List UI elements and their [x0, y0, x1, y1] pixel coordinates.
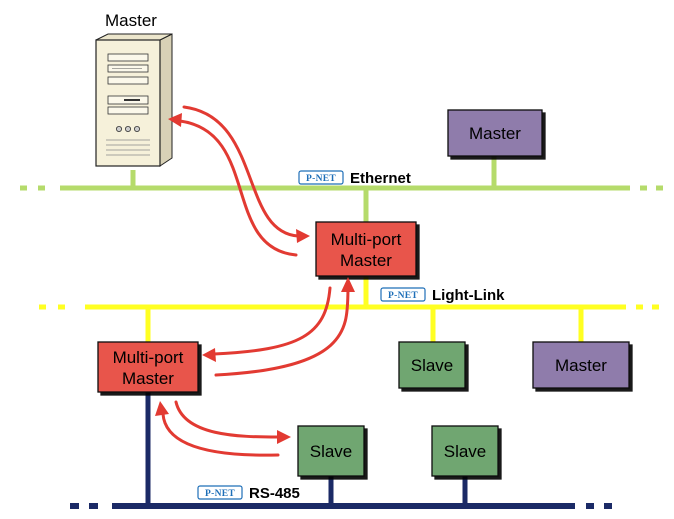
multiport-left-line2: Master — [122, 369, 174, 388]
arrowhead-icon — [277, 430, 291, 444]
arrow-slave-to-multiport — [161, 412, 280, 457]
top-master-label: Master — [105, 11, 157, 30]
computer-tower-icon — [95, 33, 173, 167]
pnet-logo-icon — [298, 170, 344, 185]
light-link-master-box: Master — [532, 341, 630, 389]
light-link-slave-box: Slave — [398, 341, 466, 389]
ethernet-master-box: Master — [447, 109, 543, 157]
rs485-bus — [70, 392, 612, 509]
arrowhead-icon — [296, 229, 310, 243]
pnet-logo-icon — [197, 485, 243, 500]
multiport-top-line2: Master — [340, 251, 392, 270]
multiport-left-line1: Multi-port — [113, 348, 184, 367]
ethernet-bus — [20, 156, 663, 222]
multiport-top-line1: Multi-port — [331, 230, 402, 249]
ethernet-name: Ethernet — [350, 170, 411, 187]
arrow-multiport-to-pc — [178, 119, 298, 257]
arrow-left-to-top-multiport — [214, 288, 350, 377]
light-link-label: P-NET Light-Link — [380, 287, 505, 304]
pnet-logo-icon — [380, 287, 426, 302]
arrowhead-icon — [155, 401, 169, 416]
rs485-slave-1-label: Slave — [310, 442, 353, 461]
light-link-slave-label: Slave — [411, 356, 454, 375]
light-link-tag: P-NET — [388, 291, 418, 301]
light-link-name: Light-Link — [432, 287, 505, 304]
ethernet-tag: P-NET — [306, 174, 336, 184]
ethernet-label: P-NET Ethernet — [298, 170, 411, 187]
arrowhead-icon — [168, 113, 182, 127]
multiport-master-left-box: Multi-port Master — [97, 341, 199, 393]
rs485-slave-2-box: Slave — [431, 425, 499, 477]
rs485-tag: P-NET — [205, 489, 235, 499]
arrow-top-to-left-multiport — [212, 286, 332, 356]
communication-arrows — [155, 105, 355, 457]
arrow-multiport-to-slave — [174, 400, 280, 439]
light-link-master-label: Master — [555, 356, 607, 375]
multiport-master-top-box: Multi-port Master — [315, 221, 417, 277]
arrowhead-icon — [341, 277, 355, 292]
light-link-bus — [39, 276, 659, 342]
arrowhead-icon — [202, 348, 216, 362]
rs485-slave-2-label: Slave — [444, 442, 487, 461]
ethernet-master-label: Master — [469, 124, 521, 143]
rs485-label: P-NET RS-485 — [197, 485, 300, 502]
rs485-slave-1-box: Slave — [297, 425, 365, 477]
arrow-pc-to-multiport — [182, 105, 300, 238]
rs485-name: RS-485 — [249, 485, 300, 502]
